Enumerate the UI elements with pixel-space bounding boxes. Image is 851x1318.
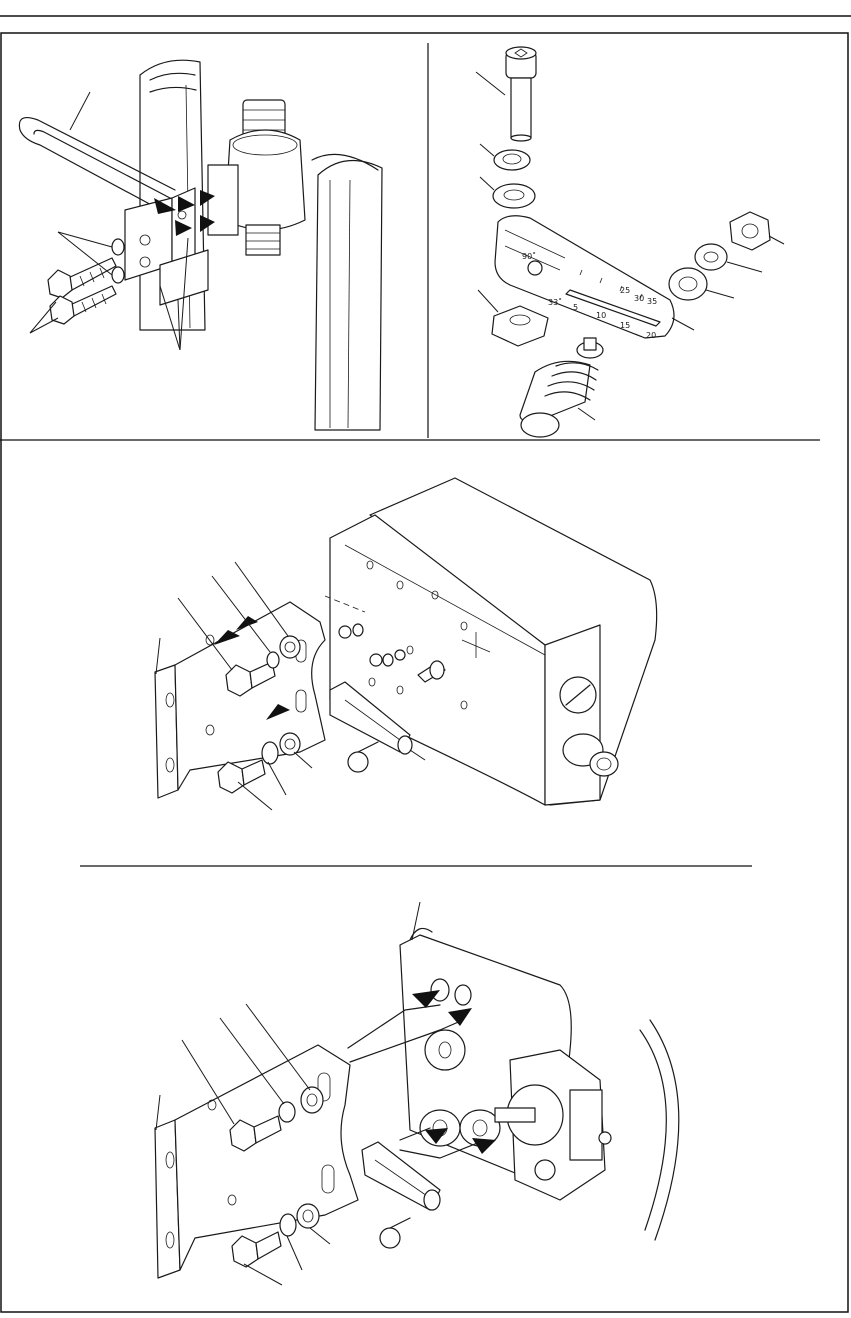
follower-pin-assembly xyxy=(520,338,603,437)
scale-label-90: 90˚ xyxy=(522,251,536,261)
scale-label-25: 25 xyxy=(620,286,630,295)
pressure-gauge-plug xyxy=(560,677,596,713)
stem-coupling-block xyxy=(208,100,305,255)
panel-stem-mounting xyxy=(19,60,382,430)
panel-actuator-mounting xyxy=(155,902,679,1285)
washer-small xyxy=(695,244,727,270)
hex-nut xyxy=(730,212,770,250)
square-nut xyxy=(492,306,548,346)
spring-washer xyxy=(494,150,530,170)
scale-label-30: 30 xyxy=(634,294,644,303)
scale-label-10: 10 xyxy=(596,311,606,320)
washer-large xyxy=(669,268,707,300)
actuator-lever xyxy=(362,1142,440,1248)
positioner-housing xyxy=(325,478,657,805)
scale-label-33: 33˚ xyxy=(548,297,562,307)
scale-label-5: 5 xyxy=(573,303,578,312)
socket-head-screw xyxy=(506,47,536,141)
flat-washer xyxy=(493,184,535,208)
panel-positioner-mounting xyxy=(155,478,657,810)
yoke-pillar-right xyxy=(312,154,382,430)
scale-label-20: 20 xyxy=(646,331,656,340)
panel-lever-exploded: 90˚ 33˚ 25 30 35 5 10 15 20 xyxy=(476,47,784,437)
scale-label-15: 15 xyxy=(620,321,630,330)
scale-label-35: 35 xyxy=(647,297,657,306)
